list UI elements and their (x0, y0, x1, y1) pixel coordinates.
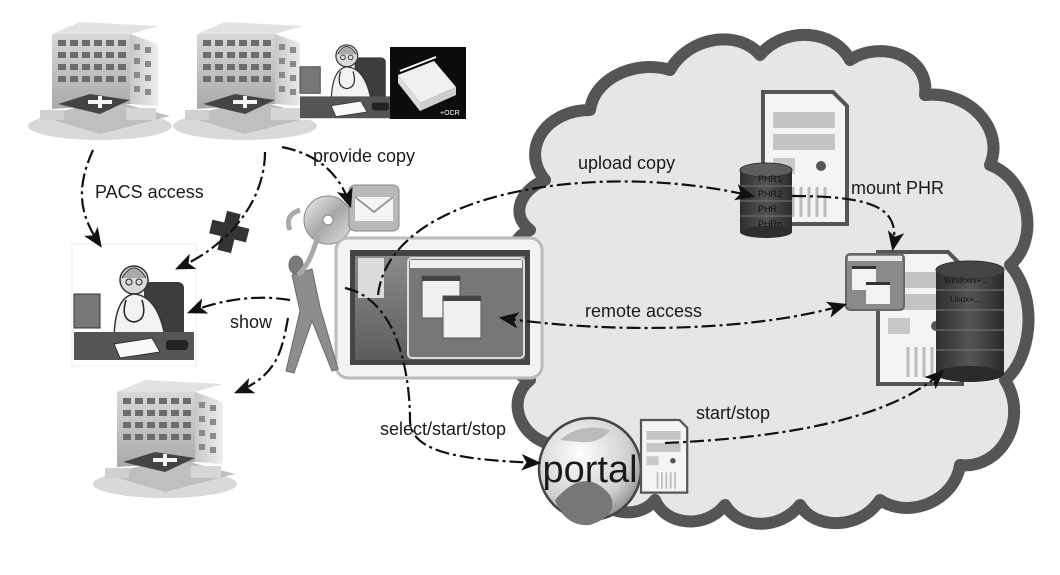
hospital-1 (28, 22, 172, 140)
patient-stretching-icon (285, 207, 339, 374)
edge-pacs-access (80, 149, 102, 248)
edge-start-stop (664, 369, 945, 445)
scanner-label: +OCR (440, 110, 460, 117)
portal-label: portal (542, 449, 637, 491)
hospital-building-icon (28, 22, 172, 140)
server-tower-icon (639, 418, 689, 494)
doctor-top (299, 33, 395, 121)
vm-images: Windows+... Linux+... (935, 260, 1005, 382)
phr-store: PHR1 PHR2 PHR PHRn (739, 162, 793, 238)
vm-image-row-2: Linux+... (950, 295, 980, 304)
vm-image-row-1: Windows+... (944, 276, 988, 285)
email (348, 184, 400, 232)
edge-label-mount-phr: mount PHR (851, 178, 944, 198)
hospital-2 (173, 22, 317, 140)
edge-label-remote-access: remote access (585, 301, 702, 321)
hospital-building-icon (173, 22, 317, 140)
vm-window (845, 253, 905, 311)
database-stack-icon (739, 162, 793, 238)
database-stack-icon (935, 260, 1005, 382)
doctor-main (71, 243, 197, 367)
edge-pacs-access-blocked (174, 151, 267, 270)
edge-provide-copy (281, 145, 353, 209)
edge-label-select-start-stop: select/start/stop (380, 419, 506, 439)
doctor-at-desk-icon (299, 33, 395, 121)
edge-show-hospital (233, 317, 290, 394)
phr-row-4: PHRn (758, 219, 782, 229)
client-screen (334, 236, 544, 380)
scanner: +OCR (390, 47, 466, 119)
portal: portal (537, 416, 643, 526)
hospital-3 (93, 380, 237, 498)
edge-label-show: show (230, 312, 273, 332)
edge-select-start-stop (344, 286, 542, 471)
edge-show-doctor (186, 296, 291, 314)
portal-server (639, 418, 689, 494)
cd (303, 195, 353, 245)
edge-label-provide-copy: provide copy (313, 146, 415, 166)
phr-row-3: PHR (758, 204, 778, 214)
edge-label-pacs-access: PACS access (95, 182, 204, 202)
edge-label-upload-copy: upload copy (578, 153, 675, 173)
phr-row-1: PHR1 (758, 174, 782, 184)
edge-label-start-stop: start/stop (696, 403, 770, 423)
edge-upload-copy (376, 180, 756, 296)
edge-remote-access (498, 301, 848, 330)
patient (285, 207, 339, 374)
phr-row-2: PHR2 (758, 189, 782, 199)
hospital-building-icon (93, 380, 237, 498)
doctor-at-desk-icon (73, 251, 195, 363)
edge-mount-phr (791, 194, 905, 252)
